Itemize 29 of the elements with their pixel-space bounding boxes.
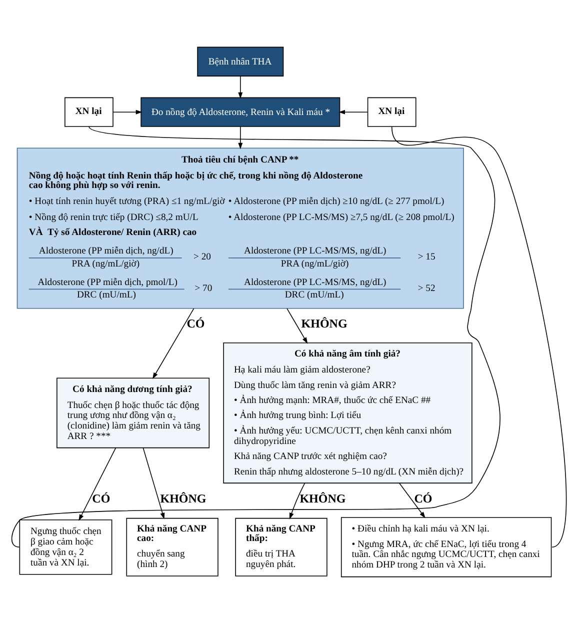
node-box: Có khả năng âm tính giả? Hạ kali máu làm giảm aldosterone? Dùng thuốc làm tăng renin và giảm ARR? • Ảnh hưởng mạnh: MRA#, thuốc ức chế ENaC ## • Ảnh hưởng trung bình: Lợi tiểu • Ảnh hưởng yếu: UCMC/UCTT, chẹn kênh canxi nhóm dihydropyridine Khả năng CANP trước xét nghiệm cao? Renin thấp nhưng aldosterone 5–10 ng/dL (XN miễn dịch)? <box>223 342 472 483</box>
arrow <box>286 308 308 344</box>
node-box: Có khả năng dương tính giả? Thuốc chẹn β hoặc thuốc tác động trung ương như đồng vận α₂ (clonidine) làm giảm renin và tăng ARR ? *** <box>56 377 210 448</box>
arrow <box>112 109 142 114</box>
edge-label: KHÔNG <box>160 490 206 505</box>
arrow <box>78 447 116 520</box>
edge-label: CÓ <box>92 490 110 505</box>
node-box: Bệnh nhân THA <box>197 46 284 76</box>
arrow <box>238 126 243 149</box>
arrow <box>238 75 243 98</box>
arrow <box>398 482 426 518</box>
edge-label: CÓ <box>414 490 432 505</box>
connector <box>391 126 567 548</box>
node-box: XN lại <box>64 96 114 126</box>
node-box: Khả năng CANP cao: chuyển sang (hình 2) <box>126 517 218 576</box>
edge-label: CÓ <box>186 316 205 330</box>
arrow <box>142 447 165 519</box>
node-box: Đo nồng độ Aldosterone, Renin và Kali máu * <box>140 96 340 126</box>
node-box: Khả năng CANP thấp: điều trị THA nguyên phát. <box>235 517 328 576</box>
arrow <box>152 308 194 378</box>
arrow <box>289 482 306 519</box>
node-box: XN lại <box>367 96 416 126</box>
connector <box>11 126 500 548</box>
edge-label: KHÔNG <box>300 490 346 505</box>
node-box: Ngưng thuốc chẹn β giao cảm hoặc đồng vận α₂ 2 tuần và XN lại. <box>19 519 112 574</box>
node-box: Thoả tiêu chí bệnh CANP ** Nồng độ hoặc hoạt tính Renin thấp hoặc bị ức chế, trong khi nồng độ Aldosterone cao không phù hợp so với renin. • Hoạt tính renin huyết tương (PRA) ≤1 ng/mL/giờ • Aldosterone (PP miễn dịch) ≥10 ng/dL (≥ 277 pmol/L) • Nồng độ renin trực tiếp (DRC) ≤8,2 mU/L • Aldosterone (PP LC-MS/MS) ≥7,5 ng/dL (≥ 208 pmol/L) VÀ Tỷ số Aldosterone/ Renin (ARR) cao Aldosterone (PP miễn dịch, ng/dL) > 20 PRA (ng/mL/giờ) Aldosterone (PP LC-MS/MS, ng/dL) > 15 PRA (ng/mL/giờ) Aldosterone (PP miễn dịch, pmol/L) > 70 DRC (mU/mL) Aldosterone (PP LC-MS/MS, ng/dL) > 52 DRC (mU/mL) <box>16 147 464 308</box>
arrow <box>338 109 368 114</box>
node-box: • Điều chỉnh hạ kali máu và XN lại. • Ngưng MRA, ức chế ENaC, lợi tiểu trong 4 tuần. Cân nhắc ngưng UCMC/UCTT, chẹn canxi nhóm DHP trong 2 tuần và XN lại. <box>340 516 552 577</box>
edge-label: KHÔNG <box>301 316 348 330</box>
